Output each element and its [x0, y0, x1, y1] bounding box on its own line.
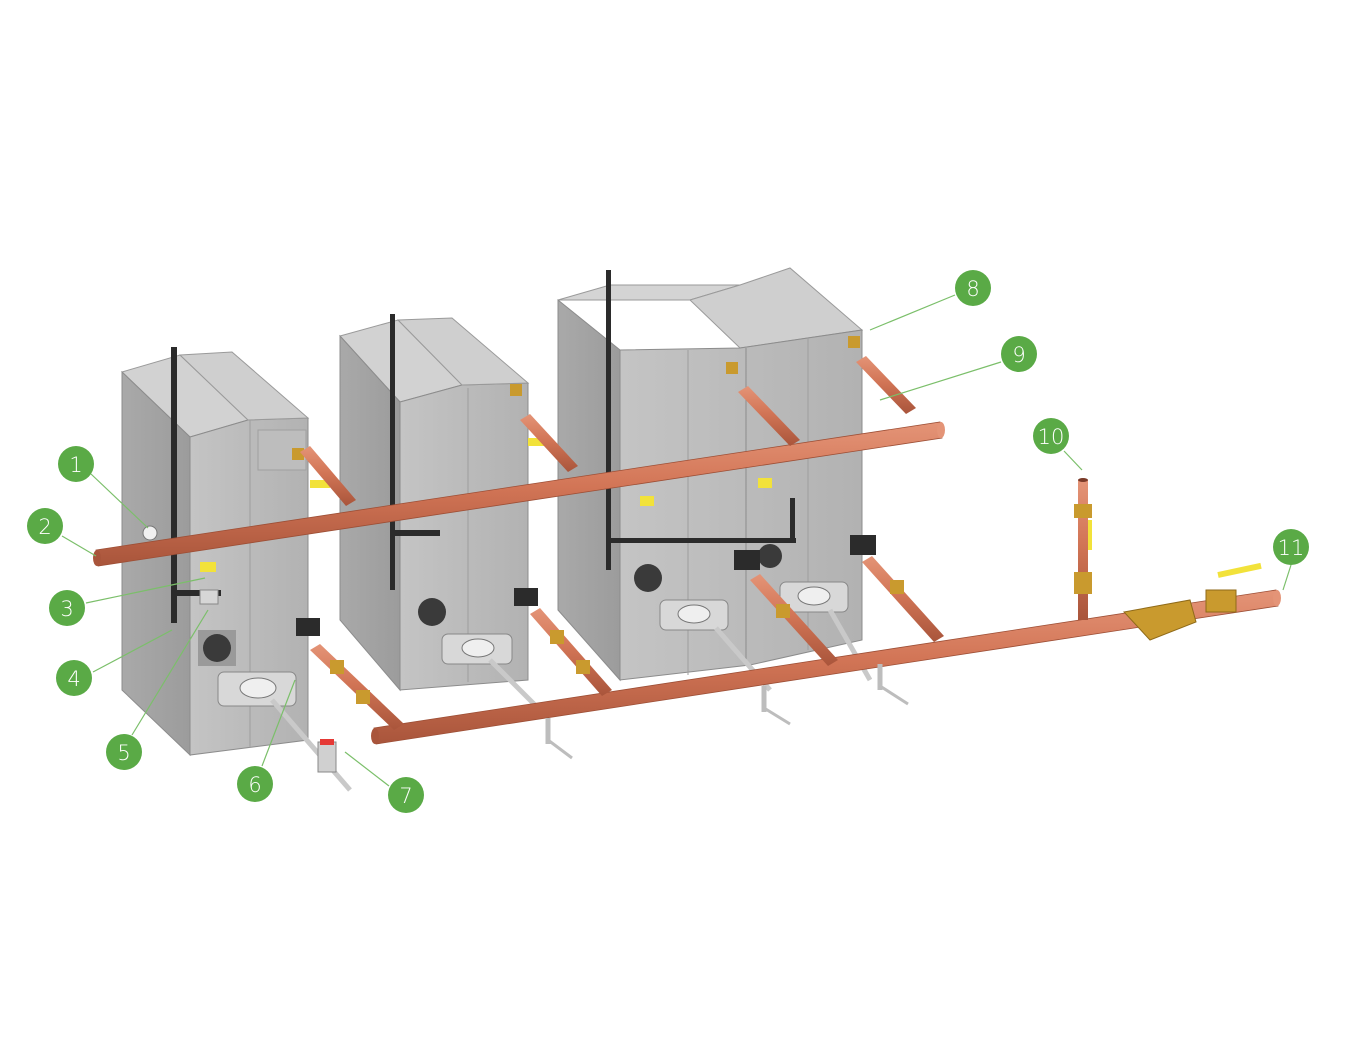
boiler-unit-3: [557, 267, 876, 692]
return-header-pipe: [310, 478, 1281, 760]
pressure-gauge-icon: [142, 525, 158, 541]
strainer: [1123, 599, 1197, 641]
callout-1: 1: [58, 446, 94, 482]
leader-lines: [61, 294, 1292, 787]
ball-valve: [1205, 589, 1237, 613]
svg-text:6: 6: [248, 773, 261, 797]
callout-11: 11: [1273, 529, 1309, 565]
svg-text:5: 5: [117, 741, 130, 765]
callout-5: 5: [106, 734, 142, 770]
boiler-unit-1: [121, 347, 352, 792]
callout-7: 7: [388, 777, 424, 813]
flow-header-pipe: [93, 356, 945, 567]
svg-text:2: 2: [38, 515, 51, 539]
callout-10: 10: [1033, 418, 1069, 454]
riser-pipe: [1078, 480, 1088, 620]
svg-text:7: 7: [399, 784, 412, 808]
svg-text:9: 9: [1012, 343, 1025, 367]
air-intake-icon: [203, 634, 231, 662]
callout-2: 2: [27, 508, 63, 544]
svg-text:10: 10: [1038, 425, 1065, 449]
svg-text:1: 1: [69, 453, 82, 477]
callout-8: 8: [955, 270, 991, 306]
svg-text:3: 3: [60, 597, 73, 621]
callout-4: 4: [56, 660, 92, 696]
callout-9: 9: [1001, 336, 1037, 372]
condensate-neutralizer: [317, 741, 337, 773]
flue-pipe: [171, 347, 177, 623]
svg-text:8: 8: [966, 277, 979, 301]
svg-text:4: 4: [67, 667, 80, 691]
boiler-unit-2: [339, 314, 548, 712]
svg-text:11: 11: [1278, 536, 1305, 560]
callout-3: 3: [49, 590, 85, 626]
gas-valve-icon: [296, 618, 320, 636]
callout-6: 6: [237, 766, 273, 802]
